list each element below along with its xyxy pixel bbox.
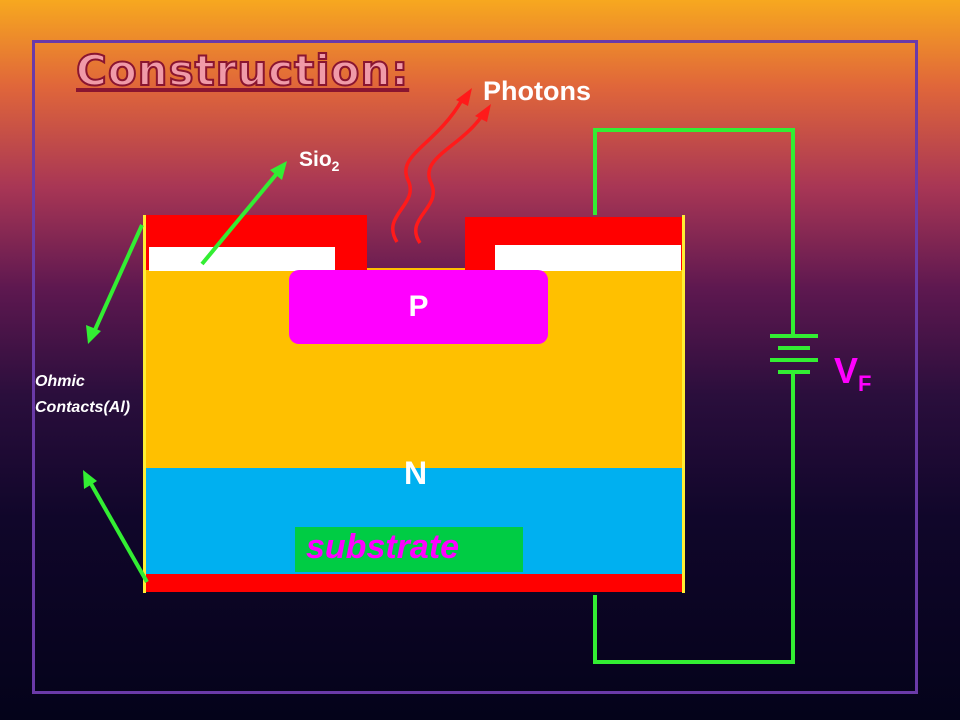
n-region-label: N [404, 455, 428, 491]
ohmic-label-line-1: Ohmic [35, 373, 85, 390]
circuit-wire-top [593, 128, 795, 336]
photon-wave-2 [414, 114, 484, 244]
substrate-label: substrate [306, 528, 460, 566]
photon-arrowhead-1 [456, 88, 472, 106]
forward-voltage-label: VF [834, 350, 871, 397]
vf-label-subscript: F [858, 371, 872, 397]
photon-arrowhead-2 [475, 104, 491, 122]
photons-label: Photons [483, 76, 591, 106]
p-region: P [289, 270, 548, 344]
device-edge-left [143, 215, 146, 593]
device-edge-right [682, 215, 685, 593]
ohmic-contacts-label: Ohmic Contacts(Al) [35, 369, 130, 421]
sio2-label-text: Sio [299, 148, 332, 171]
sio2-label-subscript: 2 [331, 158, 340, 175]
ohmic-label-line-2: Contacts(Al) [35, 399, 131, 416]
sio2-layer-left [149, 247, 335, 271]
circuit-wire-bottom [593, 370, 795, 664]
substrate-label-box [295, 527, 523, 572]
slide-frame [32, 40, 918, 694]
sio2-arrow-line [200, 169, 281, 266]
sio2-label: Sio2 [299, 148, 339, 174]
sio2-layer-right [495, 245, 681, 271]
bottom-ohmic-contact [145, 574, 685, 592]
slide-title: Construction: [75, 45, 410, 96]
ohmic-arrowhead-top [86, 325, 101, 344]
ohmic-arrow-top-line [92, 224, 144, 333]
ohmic-arrow-bottom-line [88, 481, 149, 583]
ohmic-arrowhead-bottom [83, 470, 97, 489]
vf-label-text: V [834, 350, 859, 391]
sio2-arrowhead [270, 161, 287, 180]
photon-wave-1 [390, 99, 464, 243]
